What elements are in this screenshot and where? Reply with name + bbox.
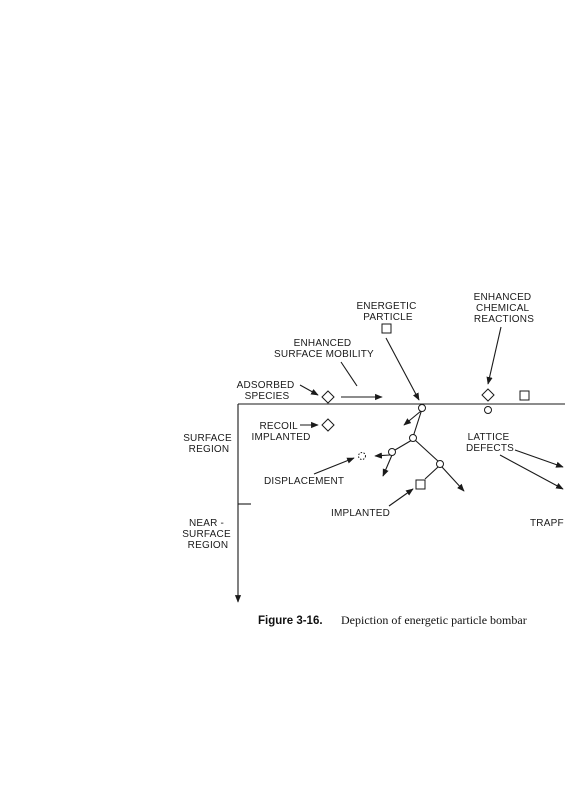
surface-square-symbol (519, 390, 530, 401)
cascade-branch (414, 439, 440, 463)
chemical-reaction-circle-symbol (484, 406, 492, 414)
cascade-branch (412, 408, 423, 438)
surface-mobility-arrow (340, 361, 358, 387)
collision-node (436, 460, 444, 468)
cascade-branch (403, 410, 422, 426)
displaced-atom-symbol (358, 452, 366, 460)
enhanced-chemical-reactions-label: ENHANCED CHEMICAL REACTIONS (474, 292, 535, 325)
lattice-defects-arrow (514, 449, 564, 468)
displacement-label: DISPLACEMENT (264, 476, 344, 487)
chemical-reaction-diamond-symbol (481, 388, 495, 402)
surface-region-label: SURFACE REGION (183, 433, 235, 455)
implanted-arrow (388, 488, 414, 507)
collision-node (418, 404, 426, 412)
trapped-label: TRAPF (530, 518, 564, 529)
cascade-branch (382, 454, 393, 477)
displacement-arrow (313, 457, 355, 475)
adsorbed-species-symbol (321, 390, 335, 404)
adsorbed-species-label: ADSORBED SPECIES (237, 380, 298, 402)
cascade-branch (441, 466, 465, 492)
lattice-defects-label: LATTICE DEFECTS (466, 432, 514, 454)
figure-caption-text: Depiction of energetic particle bombar (341, 613, 527, 627)
recoil-implanted-label: RECOIL IMPLANTED (251, 421, 310, 443)
energetic-particle-label: ENERGETIC PARTICLE (356, 301, 419, 323)
adsorbed-pointer (299, 384, 319, 396)
implanted-particle-symbol (415, 479, 426, 490)
energetic-particle-arrow (385, 337, 420, 401)
collision-node (388, 448, 396, 456)
near-surface-region-label: NEAR - SURFACE REGION (182, 518, 234, 551)
implanted-label: IMPLANTED (331, 508, 390, 519)
cascade-branch (424, 466, 439, 480)
energetic-particle-symbol (381, 323, 392, 334)
cascade-branch (374, 452, 391, 459)
enhanced-surface-mobility-label: ENHANCED SURFACE MOBILITY (274, 338, 374, 360)
collision-node (409, 434, 417, 442)
recoil-implanted-symbol (321, 418, 335, 432)
cascade-branch (394, 439, 413, 451)
chemical-reactions-arrow (486, 326, 502, 385)
figure-caption-label: Figure 3-16. (258, 615, 323, 627)
lattice-defects-arrow (499, 454, 564, 490)
